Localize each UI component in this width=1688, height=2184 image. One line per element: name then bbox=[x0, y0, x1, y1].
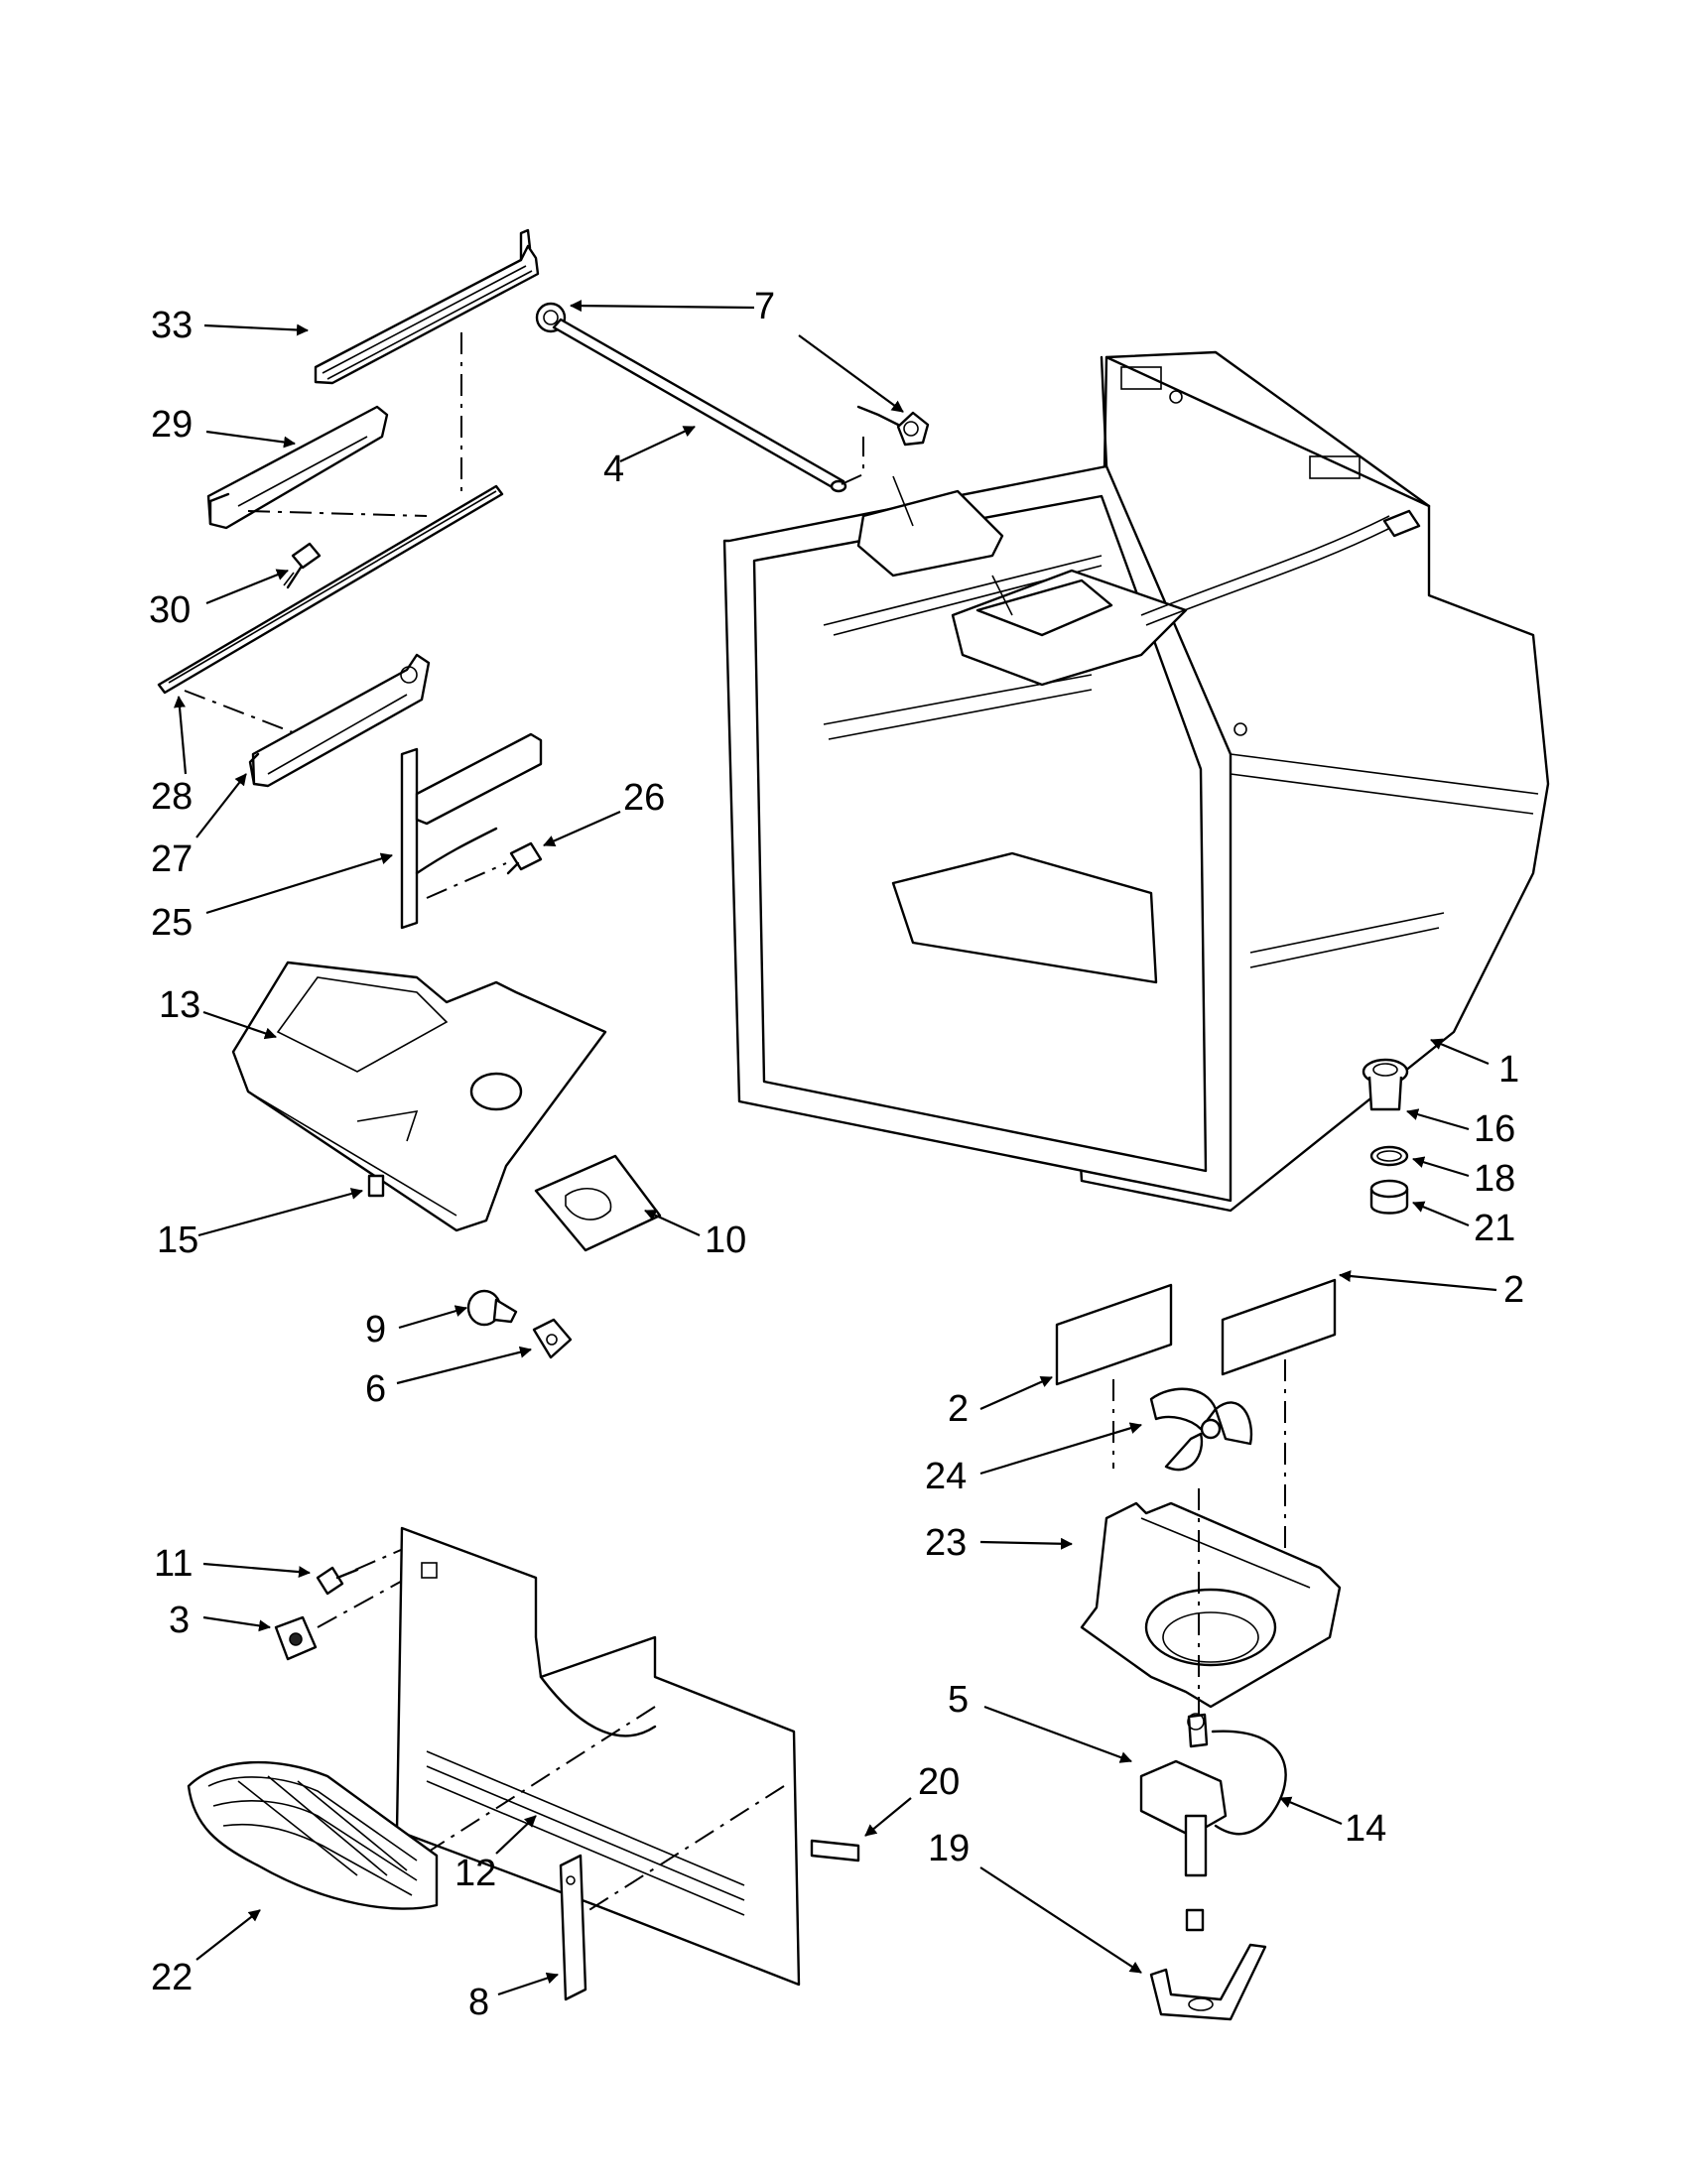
callout-33: 33 bbox=[151, 305, 193, 346]
leader-21 bbox=[1412, 1201, 1470, 1227]
leader-9 bbox=[398, 1305, 467, 1330]
callout-15: 19 bbox=[928, 1828, 970, 1869]
part-15-bracket-drawing bbox=[1149, 1908, 1267, 2021]
part-18-drawing bbox=[1362, 1058, 1409, 1111]
part-20-strip-drawing bbox=[810, 1839, 860, 1863]
part-2-pad-right-drawing bbox=[1221, 1278, 1337, 1548]
callout-30: 30 bbox=[149, 589, 191, 631]
part-33-rail-drawing bbox=[314, 228, 540, 385]
leader-5 bbox=[983, 1705, 1132, 1763]
callout-19: 18 bbox=[1474, 1158, 1515, 1200]
leader-33 bbox=[203, 323, 309, 336]
callout-2-left: 2 bbox=[948, 1388, 969, 1430]
part-5-motor-drawing bbox=[1139, 1713, 1228, 1877]
callout-26: 26 bbox=[623, 777, 665, 819]
callout-9: 9 bbox=[365, 1309, 386, 1350]
leader-28 bbox=[174, 696, 188, 775]
callout-16: 15 bbox=[157, 1220, 198, 1261]
callout-27: 27 bbox=[151, 838, 193, 880]
callout-4: 4 bbox=[603, 449, 624, 490]
callout-18: 16 bbox=[1474, 1108, 1515, 1150]
leader-23 bbox=[979, 1537, 1073, 1550]
callout-23: 23 bbox=[925, 1522, 967, 1564]
leader-8 bbox=[497, 1972, 559, 1996]
part-7-gear-drawing bbox=[535, 302, 930, 447]
callout-7: 7 bbox=[754, 286, 775, 327]
leader-26 bbox=[543, 810, 621, 847]
callout-22: 22 bbox=[151, 1957, 193, 1998]
callout-24: 24 bbox=[925, 1456, 967, 1497]
part-9-bulb-drawing bbox=[466, 1289, 518, 1327]
leader-7b bbox=[798, 334, 904, 413]
leader-2b bbox=[979, 1375, 1053, 1411]
callout-3: 3 bbox=[169, 1600, 190, 1641]
part-25-plate-drawing bbox=[400, 732, 543, 930]
leader-30 bbox=[205, 569, 289, 605]
part-24-fan-blade-drawing bbox=[1149, 1387, 1253, 1472]
leader-11 bbox=[495, 1815, 537, 1855]
part-16-clip-drawing bbox=[367, 1174, 385, 1198]
leader-lines bbox=[174, 300, 1497, 1996]
part-2-pad-left-drawing bbox=[1055, 1283, 1173, 1469]
part-11-panel-drawing bbox=[395, 1526, 801, 1987]
callout-11: 12 bbox=[454, 1853, 496, 1894]
leader-1 bbox=[1430, 1038, 1490, 1066]
part-21-cap-drawing bbox=[1369, 1179, 1409, 1215]
leader-13 bbox=[1279, 1796, 1343, 1826]
leader-29 bbox=[205, 430, 296, 449]
callout-25: 25 bbox=[151, 902, 193, 944]
part-4-shaft-drawing bbox=[552, 318, 864, 493]
part-3-bracket-drawing bbox=[274, 1572, 418, 1661]
leader-19 bbox=[1412, 1156, 1470, 1178]
part-19-ring-drawing bbox=[1369, 1145, 1409, 1167]
part-6-socket-drawing bbox=[532, 1318, 573, 1359]
part-14-housing-drawing bbox=[231, 961, 607, 1232]
leader-24 bbox=[979, 1422, 1142, 1476]
leader-2a bbox=[1339, 1270, 1497, 1292]
callout-14: 13 bbox=[159, 984, 200, 1026]
part-29-bracket-drawing bbox=[206, 405, 428, 530]
callout-13: 14 bbox=[1345, 1808, 1386, 1850]
callout-21: 21 bbox=[1474, 1208, 1515, 1249]
part-26-screw-drawing bbox=[506, 841, 543, 875]
leader-22 bbox=[195, 1909, 261, 1961]
leader-27 bbox=[195, 773, 247, 838]
leader-25 bbox=[205, 852, 393, 915]
leader-16 bbox=[197, 1188, 363, 1237]
part-1-top-hardware-drawing bbox=[856, 475, 1421, 687]
leader-10 bbox=[644, 1209, 701, 1237]
callout-28: 28 bbox=[151, 776, 193, 818]
callout-1: 1 bbox=[1498, 1049, 1519, 1091]
leader-15 bbox=[979, 1866, 1142, 1974]
callout-10: 10 bbox=[705, 1220, 746, 1261]
part-13-harness-drawing bbox=[1211, 1730, 1287, 1836]
leader-20 bbox=[864, 1797, 912, 1837]
part-27-bracket-drawing bbox=[248, 653, 431, 788]
part-23-shroud-drawing bbox=[1080, 1488, 1342, 1727]
part-10-gasket-drawing bbox=[534, 1154, 662, 1252]
callout-8: 8 bbox=[468, 1982, 489, 2023]
part-22-grille-drawing bbox=[187, 1760, 439, 1910]
callout-2-right: 2 bbox=[1503, 1269, 1524, 1311]
callout-29: 29 bbox=[151, 404, 193, 446]
leader-18 bbox=[1406, 1108, 1470, 1131]
callout-12: 11 bbox=[154, 1543, 193, 1585]
leader-4 bbox=[619, 426, 696, 462]
leader-14 bbox=[202, 1010, 277, 1040]
callout-20: 20 bbox=[918, 1761, 960, 1803]
part-28-rail-drawing bbox=[157, 332, 504, 735]
callout-5: 5 bbox=[948, 1679, 969, 1721]
callout-6: 6 bbox=[365, 1368, 386, 1410]
leader-6 bbox=[396, 1346, 532, 1385]
leader-7a bbox=[570, 300, 755, 313]
part-8-bracket-drawing bbox=[559, 1854, 587, 2001]
callout-labels: 33 7 4 29 30 28 27 25 26 1 13 16 18 21 1… bbox=[149, 286, 1524, 2023]
leader-3 bbox=[202, 1615, 271, 1632]
leader-12 bbox=[202, 1562, 311, 1579]
part-30-screw-drawing bbox=[283, 542, 322, 589]
